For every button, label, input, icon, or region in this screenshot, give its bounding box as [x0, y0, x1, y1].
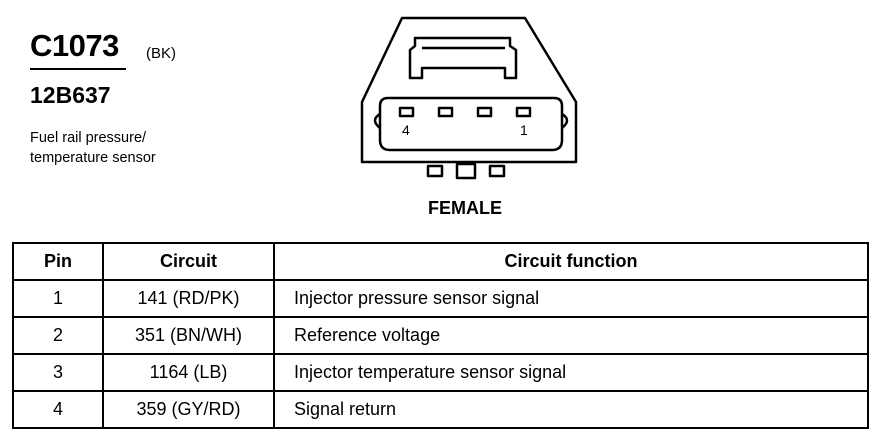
- pin-number-1: 1: [520, 122, 528, 138]
- pin-cell: 4: [12, 390, 104, 429]
- pin-cell: 2: [12, 316, 104, 355]
- description-line-2: temperature sensor: [30, 150, 156, 166]
- function-cell: Reference voltage: [273, 316, 869, 355]
- pin-cell: 3: [12, 353, 104, 392]
- table-row: 4 359 (GY/RD) Signal return: [12, 390, 869, 429]
- header-circuit: Circuit: [102, 242, 275, 281]
- pin-cell: 1: [12, 279, 104, 318]
- pin-number-4: 4: [402, 122, 410, 138]
- circuit-cell: 1164 (LB): [102, 353, 275, 392]
- pinout-table: Pin Circuit Circuit function 1 141 (RD/P…: [12, 242, 869, 429]
- pin-cavity-1: [515, 106, 532, 118]
- table-row: 1 141 (RD/PK) Injector pressure sensor s…: [12, 279, 869, 318]
- circuit-cell: 351 (BN/WH): [102, 316, 275, 355]
- pin-cavity-3: [437, 106, 454, 118]
- connector-inner-face: [378, 96, 564, 152]
- connector-view-label: FEMALE: [428, 198, 502, 218]
- connector-id: C1073: [30, 28, 119, 63]
- connector-key-right: [488, 164, 506, 178]
- header-pin: Pin: [12, 242, 104, 281]
- connector-shell: [360, 16, 578, 164]
- connector-latch: [408, 36, 518, 80]
- connector-key-left: [426, 164, 444, 178]
- circuit-cell: 359 (GY/RD): [102, 390, 275, 429]
- connector-face-drawing: 4 1: [360, 16, 578, 180]
- circuit-cell: 141 (RD/PK): [102, 279, 275, 318]
- table-row: 2 351 (BN/WH) Reference voltage: [12, 316, 869, 355]
- function-cell: Injector temperature sensor signal: [273, 353, 869, 392]
- header-circuit-function: Circuit function: [273, 242, 869, 281]
- connector-id-underline: [30, 68, 126, 70]
- function-cell: Signal return: [273, 390, 869, 429]
- part-number: 12B637: [30, 82, 111, 108]
- wire-color-code: (BK): [146, 45, 176, 62]
- table-header-row: Pin Circuit Circuit function: [12, 242, 869, 281]
- connector-key-center: [455, 162, 477, 180]
- description-line-1: Fuel rail pressure/: [30, 130, 147, 146]
- function-cell: Injector pressure sensor signal: [273, 279, 869, 318]
- pin-cavity-2: [476, 106, 493, 118]
- pin-cavity-4: [398, 106, 415, 118]
- table-row: 3 1164 (LB) Injector temperature sensor …: [12, 353, 869, 392]
- connector-description: Fuel rail pressure/ temperature sensor: [30, 128, 230, 168]
